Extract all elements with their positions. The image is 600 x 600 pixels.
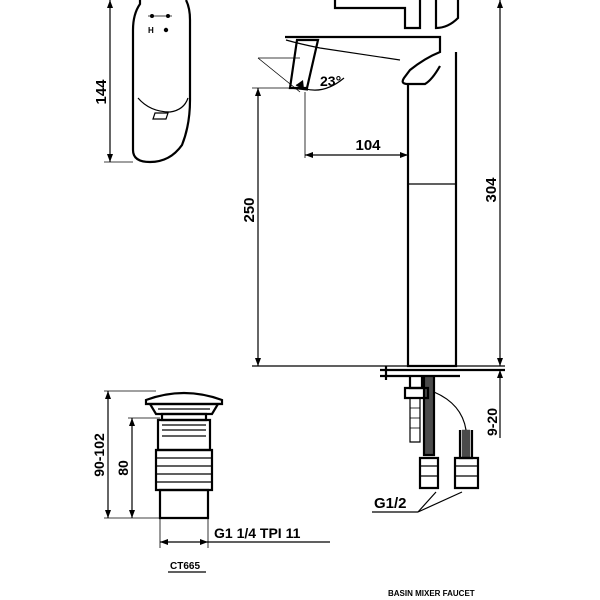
cold-mark-dot <box>166 14 170 18</box>
hose-cold-braid <box>461 429 471 459</box>
waste-view: 90-102 80 G1 1/4 TPI 11 CT665 <box>91 390 330 573</box>
spout-reach-label: 104 <box>355 137 381 154</box>
handle-outline <box>131 0 192 164</box>
waste-thread-label: G1 1/4 TPI 11 <box>214 525 301 541</box>
hot-mark-dot <box>150 14 154 18</box>
total-height-label: 304 <box>483 177 500 203</box>
total-height-arrow-top <box>497 0 503 8</box>
spout-height-label: 250 <box>241 197 258 222</box>
waste-inner-arrow-top <box>129 418 135 426</box>
product-name: BASIN MIXER FAUCET <box>388 589 475 598</box>
deck-arrow-top <box>497 370 503 378</box>
inlet-leader-hot <box>417 491 437 513</box>
spout-angle-label: 23° <box>320 73 341 89</box>
waste-nut <box>154 448 214 492</box>
faucet-column <box>406 52 458 368</box>
waste-outer-arrow-bottom <box>105 510 111 518</box>
hose-hot-braid <box>424 375 434 456</box>
faucet-view: 23° 104 250 304 <box>241 0 505 513</box>
inlet-leader-cold <box>417 491 463 513</box>
waste-height-range-label: 90-102 <box>91 433 107 477</box>
handle-height-label: 144 <box>93 79 110 105</box>
handle-view: H 144 <box>93 0 192 164</box>
reach-arrow-left <box>305 152 313 158</box>
deck-thickness-label: 9-20 <box>484 408 500 436</box>
angle-ref-line <box>257 57 301 93</box>
hose-cold-bend <box>433 391 467 431</box>
faucet-top-body <box>333 0 422 30</box>
handle-inner-curve <box>137 97 189 113</box>
waste-inner-arrow-bottom <box>129 510 135 518</box>
spout-underside <box>285 39 401 61</box>
waste-thread-arrow-right <box>200 539 208 545</box>
handle-mark-h: H <box>148 26 154 35</box>
fitting-cold <box>453 456 480 490</box>
waste-outer-arrow-top <box>105 391 111 399</box>
spout-outline <box>285 35 442 86</box>
waste-thread-arrow-left <box>160 539 168 545</box>
waste-cap <box>144 391 224 406</box>
mounting-shank <box>408 376 424 390</box>
spout-aerator <box>288 38 320 90</box>
waste-body-height-label: 80 <box>115 460 131 476</box>
angle-arrow <box>296 80 304 89</box>
handle-dim-arrow-bottom <box>107 154 113 162</box>
waste-model-label: CT665 <box>170 561 200 572</box>
aerator-tip <box>289 87 309 91</box>
waste-tail <box>158 488 210 520</box>
waste-flange <box>148 402 220 416</box>
threaded-rod <box>409 398 421 443</box>
inlet-thread-label: G1/2 <box>374 495 407 512</box>
spout-height-arrow-top <box>255 88 261 96</box>
total-height-arrow-bottom <box>497 358 503 366</box>
handle-lever-notch <box>152 112 169 120</box>
faucet-head <box>434 0 460 30</box>
handle-dim-arrow-top <box>107 0 113 8</box>
reach-arrow-right <box>400 152 408 158</box>
spout-height-arrow-bottom <box>255 358 261 366</box>
fitting-hot <box>418 456 440 490</box>
handle-mark-c-dot <box>163 27 169 33</box>
